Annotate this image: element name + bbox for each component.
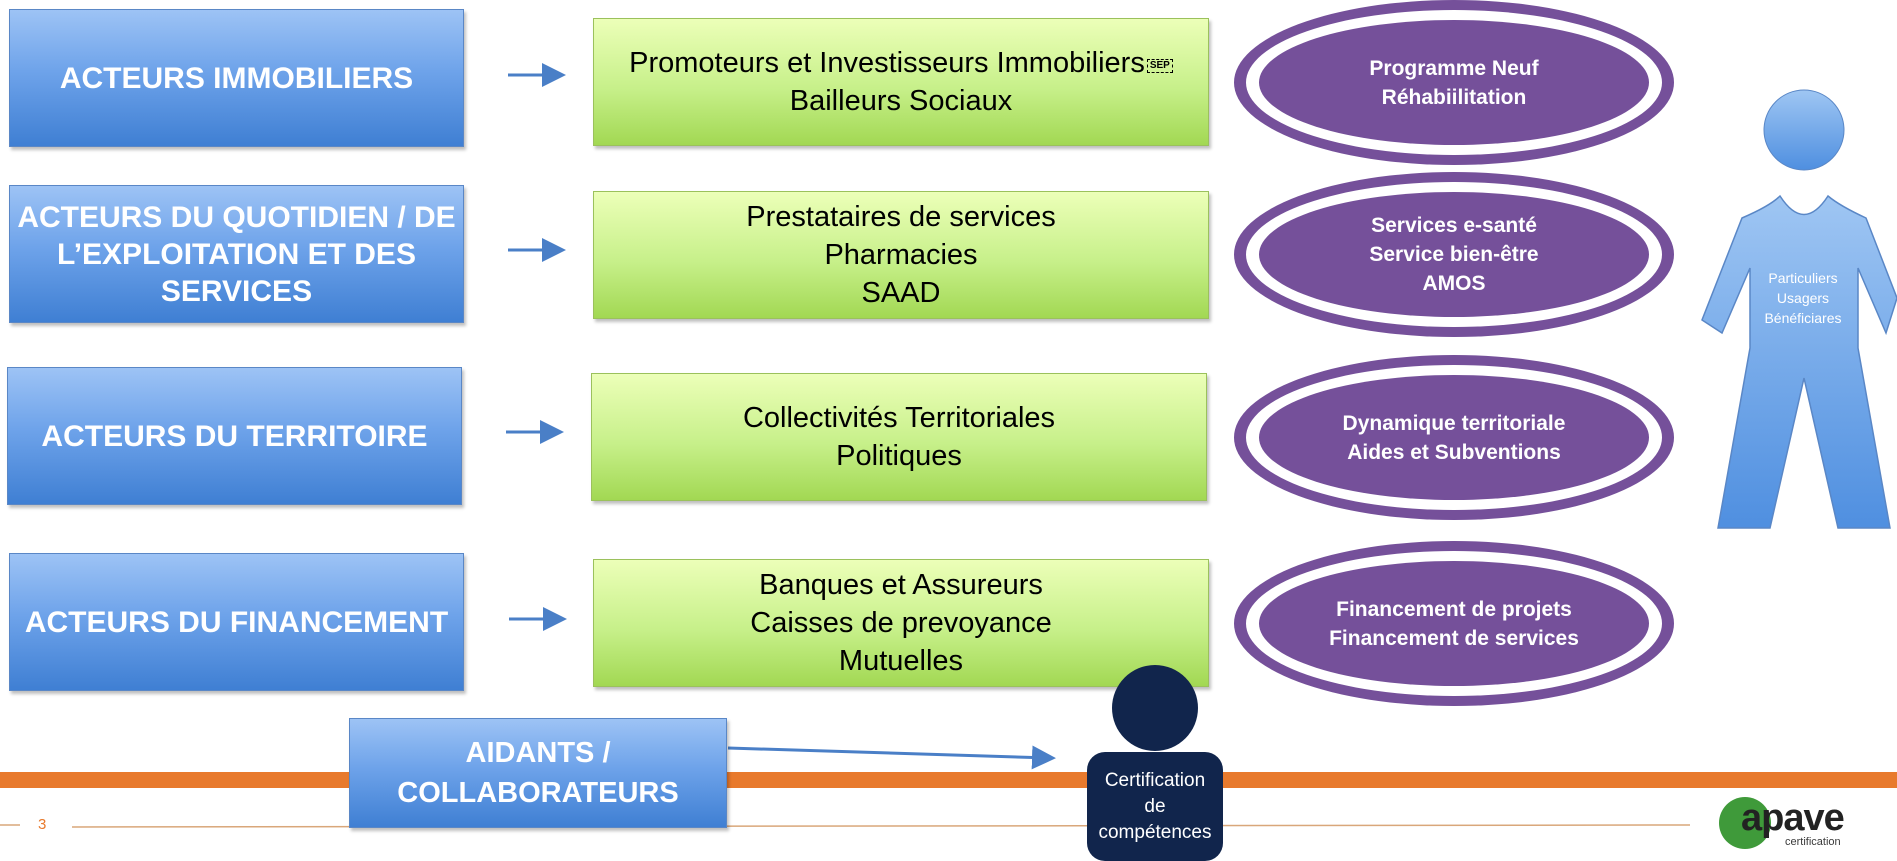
green-box-territoire: Collectivités Territoriales Politiques [591,373,1207,501]
sep-marker: SEP [1146,59,1173,73]
aidants-line: AIDANTS / [465,737,611,769]
person-line: Particuliers [1768,270,1838,286]
green-line: Promoteurs et Investisseurs Immobiliers [629,47,1145,79]
actor-box-territoire: ACTEURS DU TERRITOIRE [7,367,462,505]
service-ellipse-quotidien: Services e-santé Service bien-être AMOS [1234,172,1674,337]
cert-line: de [1144,795,1166,817]
service-line: Dynamique territoriale [1342,411,1566,435]
actor-label: ACTEURS IMMOBILIERS [59,61,414,95]
green-line: Mutuelles [838,645,964,677]
actor-box-quotidien: ACTEURS DU QUOTIDIEN / DE L’EXPLOITATION… [9,185,464,323]
person-line: Usagers [1776,290,1830,306]
arrows-layer [506,63,1056,770]
apave-logo-mark-icon [1719,797,1771,849]
green-line: Banques et Assureurs [759,569,1043,601]
actor-box-financement: ACTEURS DU FINANCEMENT [9,553,464,691]
green-line: SAAD [861,277,941,309]
green-box-quotidien: Prestataires de services Pharmacies SAAD [593,191,1209,319]
certification-person-head [1112,665,1198,751]
actor-label: ACTEURS DU FINANCEMENT [24,605,449,639]
service-line: Financement de projets [1336,597,1572,621]
service-line: Service bien-être [1369,243,1539,266]
service-line: Services e-santé [1371,214,1537,237]
service-ellipse-territoire: Dynamique territoriale Aides et Subventi… [1234,355,1674,520]
apave-logo: apave certification [1715,795,1860,851]
logo-sub: certification [1785,836,1841,848]
person-line: Bénéficiares [1764,310,1842,326]
green-line: Politiques [836,440,962,472]
service-ellipse-immobiliers: Programme Neuf Réhabiilitation [1234,0,1674,165]
person-label: Particuliers Usagers Bénéficiares [1757,268,1849,328]
footer-line [0,824,1691,828]
cert-line: Certification [1104,769,1206,791]
green-line: Caisses de prevoyance [750,607,1052,639]
actor-box-immobiliers: ACTEURS IMMOBILIERS [9,9,464,147]
service-line: Programme Neuf [1369,56,1539,80]
actor-label: ACTEURS DU TERRITOIRE [41,419,428,453]
green-line: Pharmacies [824,239,978,271]
page-number: 3 [38,816,47,833]
logo-name: apave [1741,797,1845,839]
arrow-aidants [727,745,1056,770]
aidants-line: COLLABORATEURS [397,777,679,809]
aidants-box: AIDANTS / COLLABORATEURS [349,718,727,828]
service-line: Aides et Subventions [1347,440,1561,464]
service-line: AMOS [1422,272,1486,295]
green-line: Collectivités Territoriales [742,402,1056,434]
service-ellipse-financement: Financement de projets Financement de se… [1234,541,1674,706]
green-box-financement: Banques et Assureurs Caisses de prevoyan… [593,559,1209,687]
service-line: Réhabiilitation [1381,85,1527,109]
green-line: Bailleurs Sociaux [789,85,1013,117]
service-line: Financement de services [1329,626,1579,650]
person-figure-icon [1701,89,1897,529]
certification-person-body: Certification de compétences [1087,752,1223,861]
actor-label: ACTEURS DU QUOTIDIEN / DE L’EXPLOITATION… [17,200,456,308]
cert-line: compétences [1098,821,1212,843]
green-line: Prestataires de services [746,201,1056,233]
